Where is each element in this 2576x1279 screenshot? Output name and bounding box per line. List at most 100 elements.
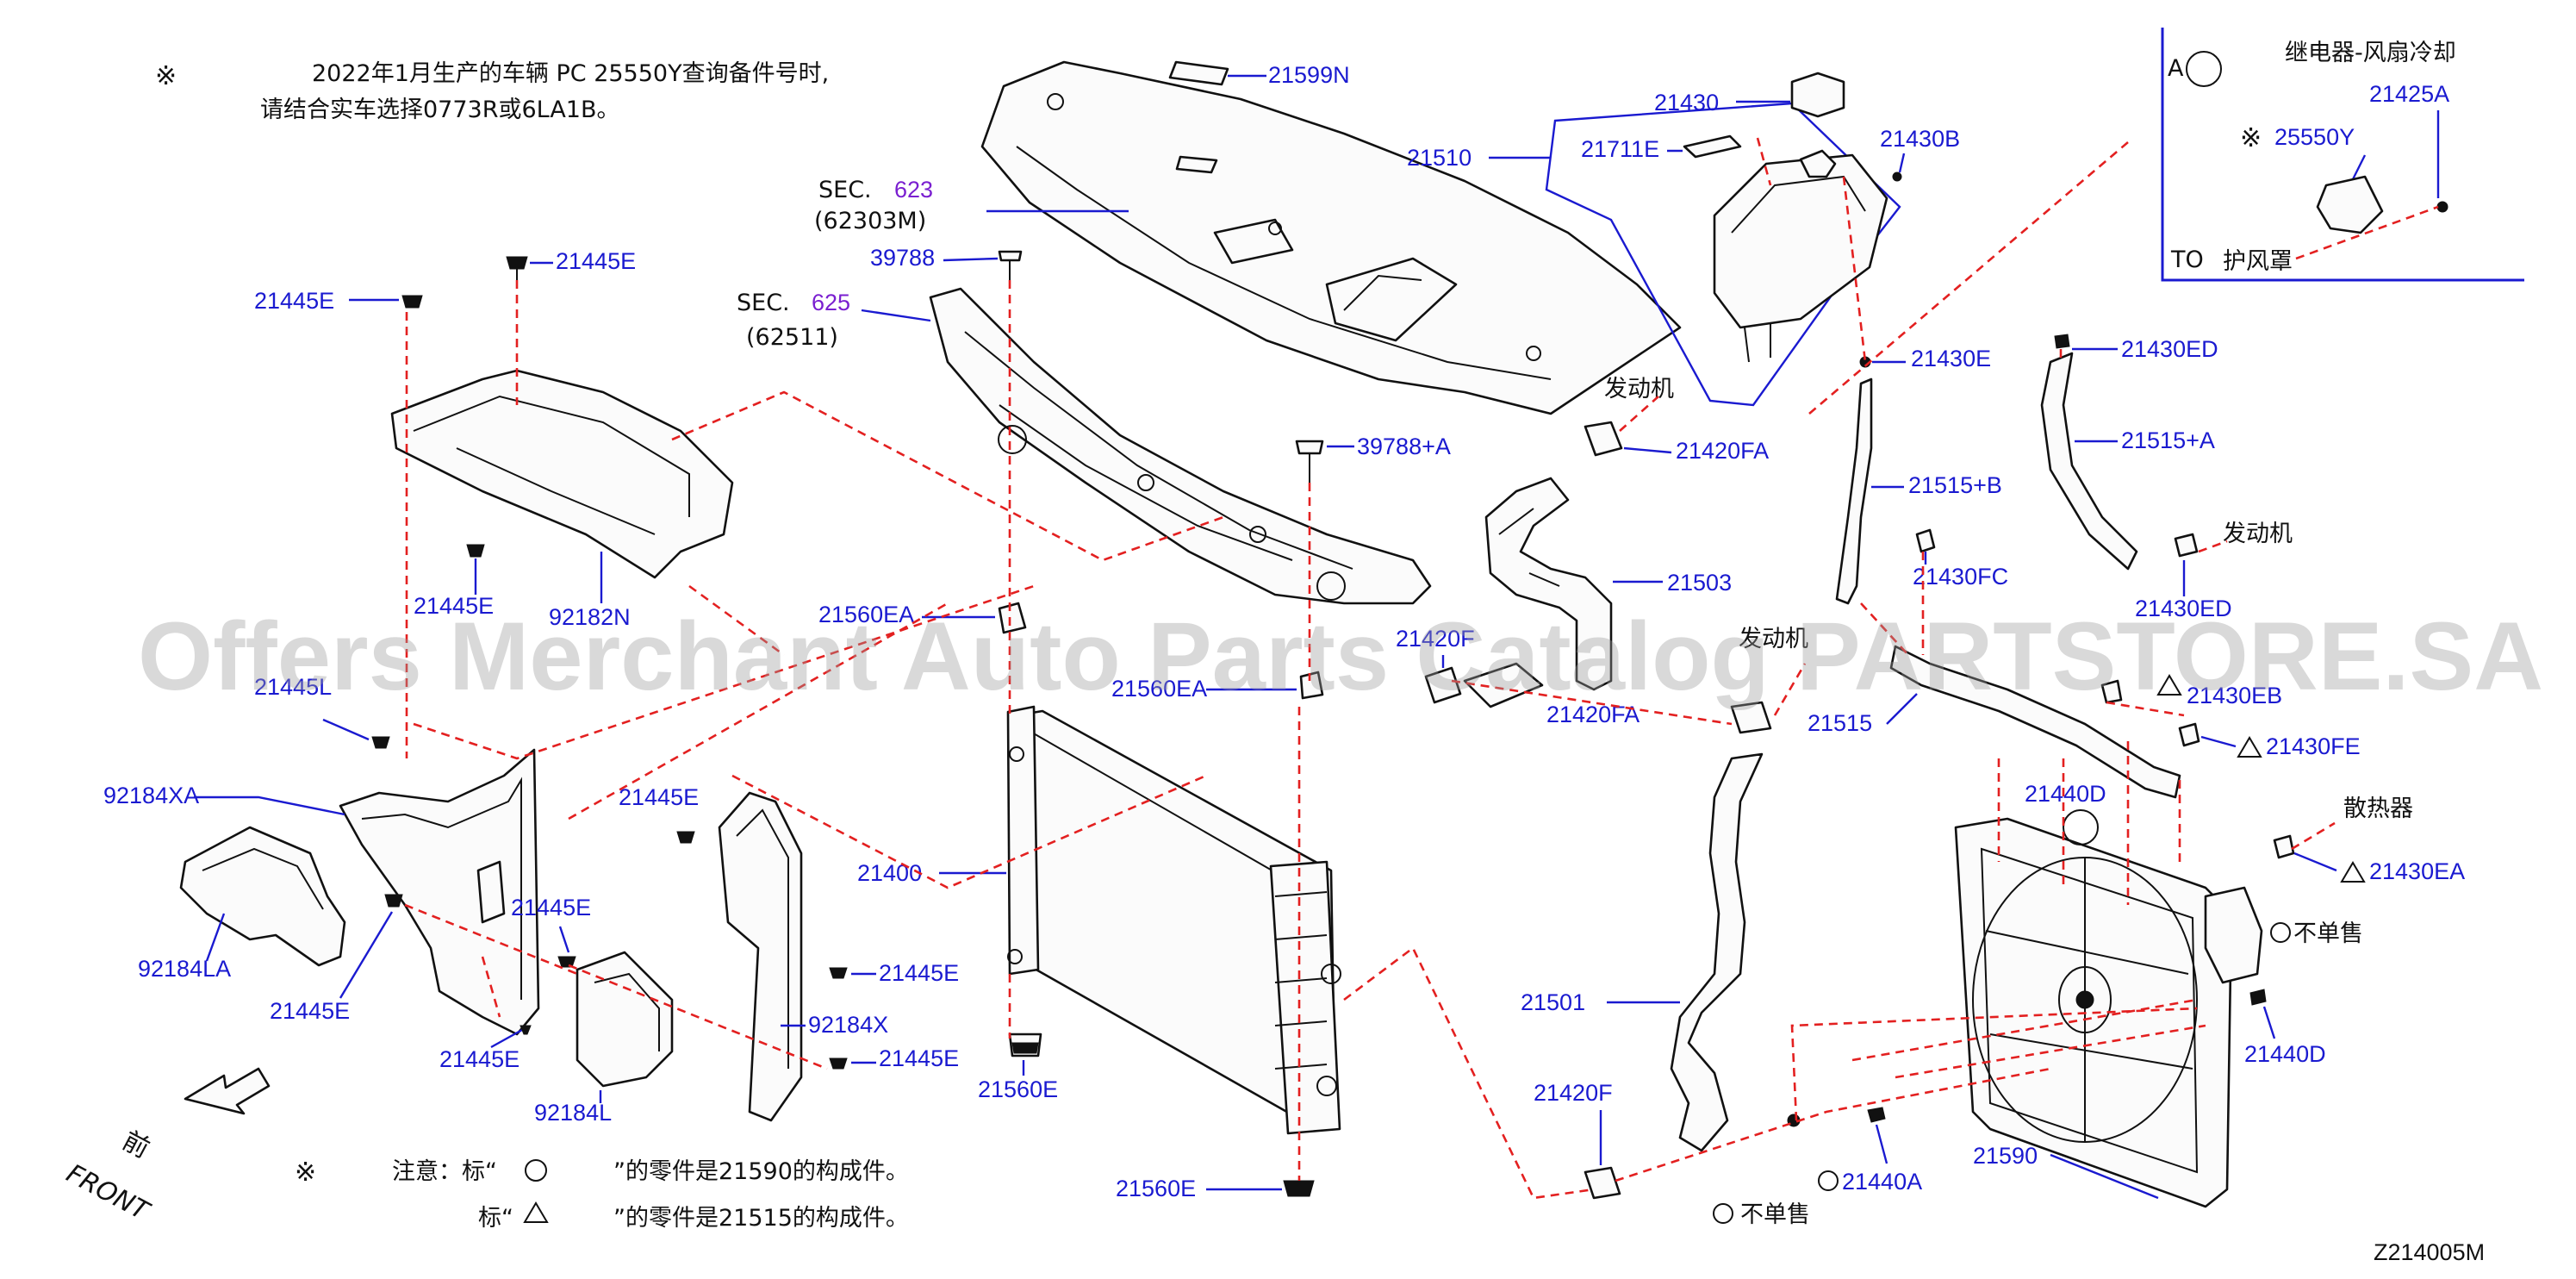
notes-line2-prefix: 标“ xyxy=(478,1205,513,1232)
notes-line1-suffix: ”的零件是21590的构成件。 xyxy=(613,1158,909,1185)
part-21445E-c3[interactable]: 21445E xyxy=(879,960,959,986)
notes-line2-suffix: ”的零件是21515的构成件。 xyxy=(613,1205,909,1232)
part-21515[interactable]: 21515 xyxy=(1808,710,1872,736)
clamp-21420F-lower xyxy=(1584,1166,1621,1200)
mount-rubber-right xyxy=(1299,671,1324,700)
inset-circle-label: A xyxy=(2168,55,2184,82)
not-sold-circle-1 xyxy=(2270,922,2291,943)
part-92184LA[interactable]: 92184LA xyxy=(138,956,231,982)
part-21445E-c4[interactable]: 21445E xyxy=(879,1045,959,1071)
part-21515B[interactable]: 21515+B xyxy=(1908,472,2002,498)
part-21560E-1[interactable]: 21560E xyxy=(978,1076,1058,1102)
clip-21445E-top xyxy=(506,256,528,280)
part-21420FA-top[interactable]: 21420FA xyxy=(1676,438,1769,464)
part-21445E-bottom[interactable]: 21445E xyxy=(439,1046,520,1072)
diagram-id: Z214005M xyxy=(2374,1239,2485,1265)
part-21420F-upper[interactable]: 21420F xyxy=(1396,626,1475,652)
sec-label-625: SEC. xyxy=(737,290,790,316)
clamp-21430ED-top xyxy=(2054,334,2070,349)
part-21445E-top[interactable]: 21445E xyxy=(556,248,636,274)
fan-relay xyxy=(2316,175,2384,234)
inset-circle-icon xyxy=(2186,51,2222,87)
inset-to-label: TO xyxy=(2170,246,2204,273)
part-21440A[interactable]: 21440A xyxy=(1842,1169,1922,1195)
reservoir-cap-21430 xyxy=(1790,72,1845,118)
part-21400[interactable]: 21400 xyxy=(857,860,922,886)
mount-rubber-lower-2 xyxy=(1283,1180,1315,1197)
part-21425A[interactable]: 21425A xyxy=(2369,81,2449,107)
part-21560E-2[interactable]: 21560E xyxy=(1116,1176,1196,1201)
part-92182N[interactable]: 92182N xyxy=(549,604,631,630)
part-21445L[interactable]: 21445L xyxy=(254,674,332,700)
part-21430EA[interactable]: 21430EA xyxy=(2369,858,2465,884)
part-21560EA-right[interactable]: 21560EA xyxy=(1111,676,1207,702)
part-21430ED-bottom[interactable]: 21430ED xyxy=(2135,596,2232,621)
header-mark: ※ xyxy=(155,61,177,91)
notes-line1-prefix: 注意：标“ xyxy=(392,1158,497,1185)
clamp-21430FE xyxy=(2178,722,2200,747)
part-21445E-topleft[interactable]: 21445E xyxy=(254,288,334,314)
part-21445E-left[interactable]: 21445E xyxy=(270,998,350,1024)
part-21711E[interactable]: 21711E xyxy=(1581,136,1659,162)
radiator-core-cover xyxy=(980,60,1682,415)
clip-21445E-mid xyxy=(466,544,485,558)
clamp-21420FA-mid xyxy=(1730,701,1772,734)
part-21430ED-top[interactable]: 21430ED xyxy=(2121,336,2218,362)
part-21430E-top[interactable]: 21430E xyxy=(1911,346,1991,371)
part-21420F-lower[interactable]: 21420F xyxy=(1534,1080,1613,1106)
clip-21599N xyxy=(1168,60,1229,86)
notes-mark: ※ xyxy=(295,1157,316,1188)
part-21440D-right[interactable]: 21440D xyxy=(2244,1041,2326,1067)
clip-icon xyxy=(1175,155,1218,174)
part-92184L[interactable]: 92184L xyxy=(534,1100,612,1126)
circle-marker-21440A xyxy=(1818,1170,1839,1191)
air-guide-side-92184X xyxy=(718,791,803,1122)
clip-icon-small xyxy=(520,1025,532,1035)
mount-rubber-lower-1 xyxy=(1008,1033,1042,1058)
hose-21515 xyxy=(1889,645,2181,799)
watermark: Offers Merchant Auto Parts Catalog PARTS… xyxy=(138,602,2543,710)
part-39788A[interactable]: 39788+A xyxy=(1357,434,1451,459)
part-21590[interactable]: 21590 xyxy=(1973,1143,2038,1169)
part-21445E-c2[interactable]: 21445E xyxy=(511,895,591,920)
sec-number-623[interactable]: 623 xyxy=(894,177,933,203)
part-21515A[interactable]: 21515+A xyxy=(2121,427,2215,453)
part-21560EA-upper[interactable]: 21560EA xyxy=(818,602,914,627)
dest-engine-2: 发动机 xyxy=(1739,626,1808,652)
part-92184XA[interactable]: 92184XA xyxy=(103,783,199,808)
part-21440D-top[interactable]: 21440D xyxy=(2025,781,2106,807)
part-39788[interactable]: 39788 xyxy=(870,245,935,271)
mount-rubber-upper xyxy=(998,602,1027,634)
reservoir-outline-21510 xyxy=(1545,102,1901,407)
part-21430FE[interactable]: 21430FE xyxy=(2266,733,2361,759)
clamp-21420F-upper xyxy=(1424,666,1462,704)
part-21420FA-mid[interactable]: 21420FA xyxy=(1546,702,1640,727)
sec-number-625[interactable]: 625 xyxy=(812,290,850,315)
radiator-core xyxy=(1006,705,1341,1135)
part-21503[interactable]: 21503 xyxy=(1667,570,1732,596)
hose-21503 xyxy=(1484,477,1613,691)
clamp-21420FA-top xyxy=(1584,421,1623,457)
clip-21445L xyxy=(371,736,390,749)
part-21510[interactable]: 21510 xyxy=(1407,145,1472,171)
clamp-21430EB xyxy=(2100,679,2123,704)
part-21599N[interactable]: 21599N xyxy=(1268,62,1350,88)
part-21445E-c1[interactable]: 21445E xyxy=(619,784,699,810)
part-92184X[interactable]: 92184X xyxy=(808,1012,888,1038)
part-25550Y[interactable]: 25550Y xyxy=(2274,124,2355,150)
triangle-marker-21430EA xyxy=(2340,861,2366,883)
not-sold-circle-2 xyxy=(1713,1203,1733,1224)
not-sold-2: 不单售 xyxy=(1740,1201,1810,1228)
part-21430EB[interactable]: 21430EB xyxy=(2187,683,2282,708)
part-21445E-mid[interactable]: 21445E xyxy=(414,593,494,619)
clip-21445E-topleft xyxy=(401,295,423,309)
inset-to-target: 护风罩 xyxy=(2223,248,2293,275)
bolt-39788 xyxy=(998,250,1023,280)
part-21430FC[interactable]: 21430FC xyxy=(1913,564,2008,590)
inset-relay-label: 继电器-风扇冷却 xyxy=(2285,40,2456,66)
part-21430B[interactable]: 21430B xyxy=(1880,126,1960,152)
hose-21515B xyxy=(1835,377,1873,605)
part-21430[interactable]: 21430 xyxy=(1654,90,1719,115)
core-support-upper xyxy=(929,287,1432,605)
part-21501[interactable]: 21501 xyxy=(1521,989,1585,1015)
